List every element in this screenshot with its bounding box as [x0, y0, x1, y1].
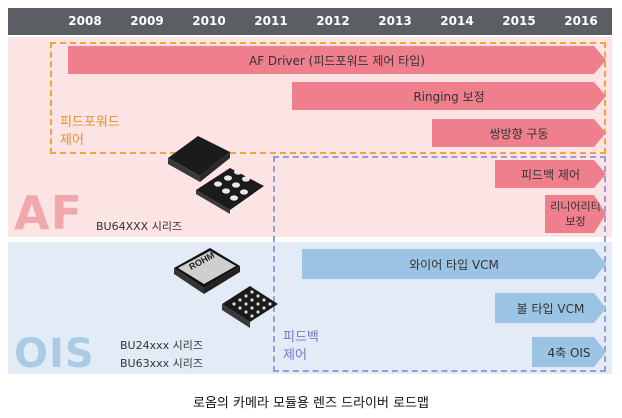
linearity-correction-bar: 리니어리티 보정 — [545, 195, 606, 233]
rohm-chip-icon — [174, 248, 240, 294]
feedback-control-bar: 피드백 제어 — [495, 160, 606, 188]
bga-chip-icon — [222, 286, 278, 328]
ringing-bar: Ringing 보정 — [292, 82, 606, 110]
feedforward-group-label: 피드포워드 제어 — [60, 115, 120, 148]
year-label: 2015 — [502, 14, 536, 28]
bu63-series-label: BU63xxx 시리즈 — [120, 357, 203, 370]
bu24-series-label: BU24xxx 시리즈 — [120, 339, 203, 352]
year-label: 2011 — [254, 14, 288, 28]
year-label: 2014 — [440, 14, 474, 28]
bu24-chip-image — [174, 248, 278, 328]
year-label: 2009 — [130, 14, 164, 28]
figure-caption: 로옴의 카메라 모듈용 렌즈 드라이버 로드맵 — [193, 396, 429, 411]
year-label: 2008 — [68, 14, 102, 28]
chip-bottom-icon — [196, 168, 264, 214]
four-axis-ois-bar: 4축 OIS — [532, 337, 606, 367]
ball-vcm-bar: 볼 타입 VCM — [495, 293, 606, 323]
year-label: 2012 — [316, 14, 350, 28]
wire-vcm-bar: 와이어 타입 VCM — [302, 249, 606, 279]
feedforward-group-box — [50, 42, 606, 154]
af-section-label: AF — [14, 186, 84, 240]
year-header-bar — [8, 8, 612, 35]
bidirectional-drive-bar: 쌍방향 구동 — [432, 119, 606, 147]
af-driver-bar: AF Driver (피드포워드 제어 타입) — [68, 46, 606, 74]
ois-section-label: OIS — [14, 331, 95, 377]
bu64-series-label: BU64XXX 시리즈 — [96, 220, 183, 233]
bu64-chip-image — [168, 136, 264, 214]
chip-top-icon — [168, 136, 230, 182]
feedback-group-label: 피드백 제어 — [283, 330, 319, 363]
year-label: 2016 — [564, 14, 598, 28]
year-label: 2010 — [192, 14, 226, 28]
year-label: 2013 — [378, 14, 412, 28]
